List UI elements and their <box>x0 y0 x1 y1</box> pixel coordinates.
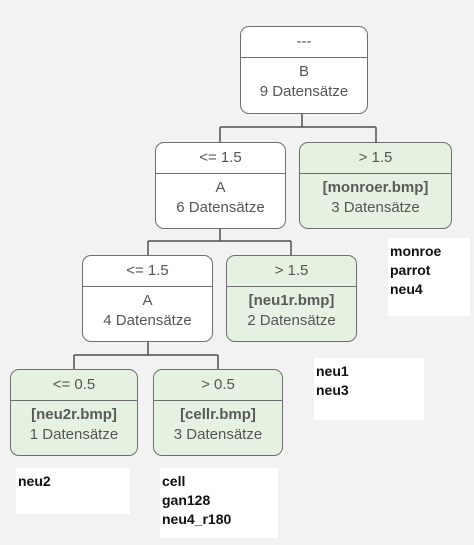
node-divider <box>227 286 356 287</box>
node-label: [neu2r.bmp] <box>31 406 117 423</box>
node-count: 3 Datensätze <box>331 199 420 216</box>
list-item: neu4_r180 <box>162 511 232 527</box>
tree-node-root[interactable]: --- B 9 Datensätze <box>240 26 368 114</box>
node-divider <box>11 400 137 401</box>
list-item: neu3 <box>316 382 349 398</box>
node-condition: <= 1.5 <box>199 149 242 166</box>
tree-leaf-cellr[interactable]: > 0.5 [cellr.bmp] 3 Datensätze <box>153 369 283 456</box>
tree-leaf-neu2r[interactable]: <= 0.5 [neu2r.bmp] 1 Datensätze <box>10 369 138 456</box>
node-attribute: A <box>215 179 226 196</box>
tree-node-a-le-1-5[interactable]: <= 1.5 A 4 Datensätze <box>82 255 213 342</box>
tree-leaf-neu1r[interactable]: > 1.5 [neu1r.bmp] 2 Datensätze <box>226 255 357 342</box>
node-condition: > 1.5 <box>274 262 309 279</box>
node-count: 2 Datensätze <box>247 312 336 329</box>
node-count: 1 Datensätze <box>29 426 119 443</box>
node-label: [neu1r.bmp] <box>248 292 335 309</box>
list-item: neu1 <box>316 363 349 379</box>
node-attribute: A <box>142 292 153 309</box>
node-divider <box>241 57 367 58</box>
node-count: 3 Datensätze <box>173 426 263 443</box>
leaf-items-monroer: monroe parrot neu4 <box>388 238 470 316</box>
node-count: 6 Datensätze <box>176 199 265 216</box>
node-condition: <= 1.5 <box>126 262 169 279</box>
leaf-items-cellr: cell gan128 neu4_r180 <box>160 468 278 538</box>
tree-leaf-monroer[interactable]: > 1.5 [monroer.bmp] 3 Datensätze <box>299 142 452 229</box>
node-count: 4 Datensätze <box>103 312 192 329</box>
leaf-items-neu1r: neu1 neu3 <box>314 358 424 420</box>
node-condition: --- <box>296 33 312 50</box>
list-item: gan128 <box>162 492 211 508</box>
node-divider <box>83 286 212 287</box>
leaf-items-neu2r: neu2 <box>16 468 130 514</box>
tree-node-b-le-1-5[interactable]: <= 1.5 A 6 Datensätze <box>155 142 286 229</box>
node-condition: > 1.5 <box>358 149 393 166</box>
node-condition: > 0.5 <box>201 376 235 393</box>
list-item: parrot <box>390 262 431 278</box>
node-count: 9 Datensätze <box>259 83 349 100</box>
node-divider <box>156 173 285 174</box>
list-item: cell <box>162 473 186 489</box>
node-divider <box>300 173 451 174</box>
list-item: monroe <box>390 243 442 259</box>
node-attribute: B <box>298 63 309 80</box>
node-condition: <= 0.5 <box>52 376 96 393</box>
list-item: neu4 <box>390 281 423 297</box>
node-divider <box>154 400 282 401</box>
list-item: neu2 <box>18 473 51 489</box>
node-label: [cellr.bmp] <box>180 406 256 423</box>
node-label: [monroer.bmp] <box>322 179 429 196</box>
